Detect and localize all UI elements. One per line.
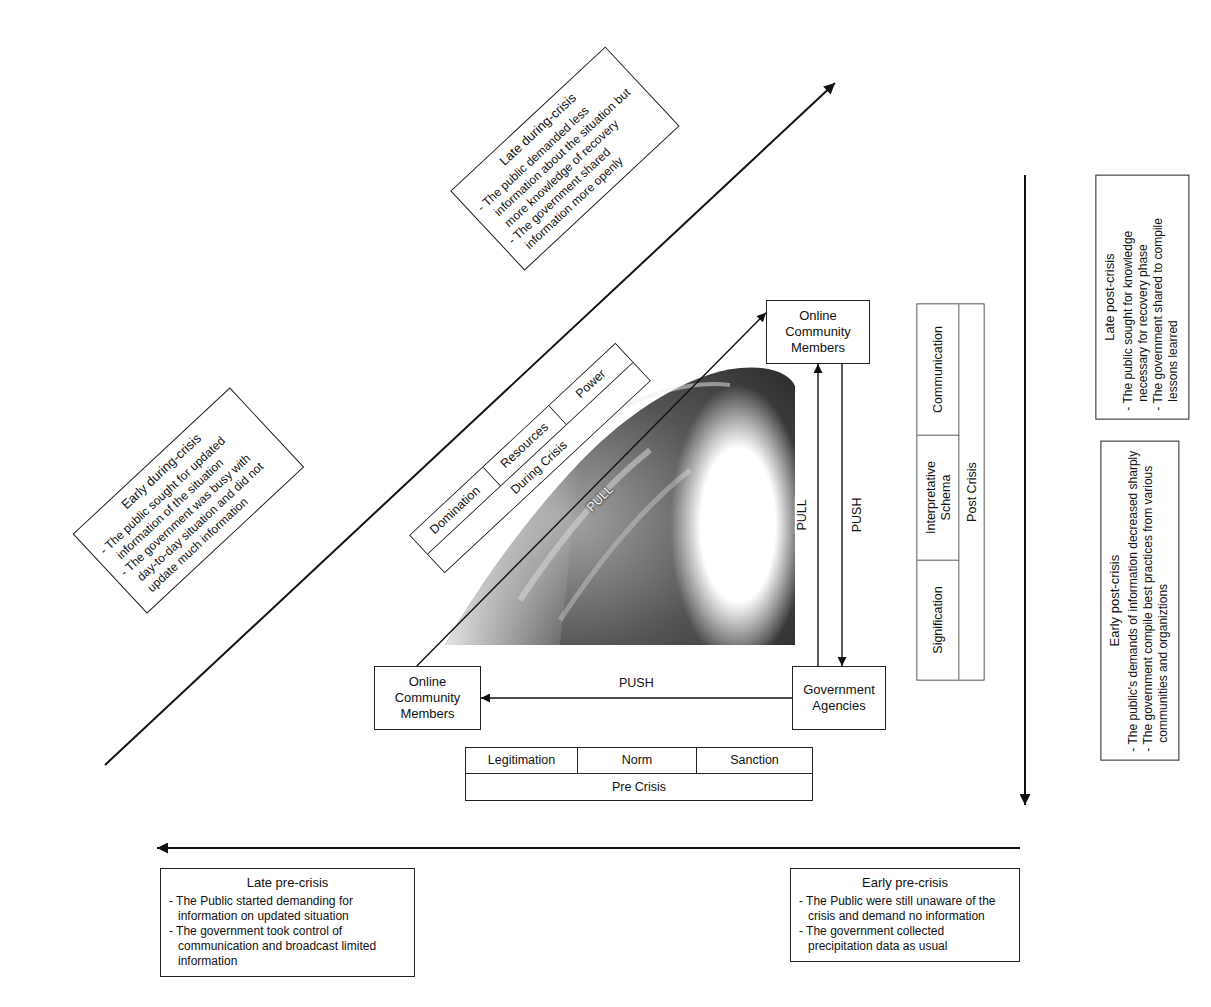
actor-box: Government Agencies <box>792 666 886 730</box>
table-cell: Pre Crisis <box>466 774 812 800</box>
table-row: SignificationInterpretative SchemaCommun… <box>917 305 959 680</box>
table-row: Pre Crisis <box>466 774 812 800</box>
phase-box: Late during-crisis- The public demanded … <box>450 46 680 270</box>
timeline-arrow <box>1024 175 1026 805</box>
table-row: DominationResourcesPower <box>411 344 634 554</box>
table-cell: Interpretative Schema <box>917 435 959 560</box>
flow-label: PULL <box>794 496 810 533</box>
phase-box: Early post-crisis - The public's demands … <box>1100 440 1179 760</box>
phase-bullet: - The government took control of communi… <box>169 924 406 969</box>
wave-foam <box>560 470 690 620</box>
phase-bullet: - The government compile best practices … <box>1142 449 1172 751</box>
flow-arrow <box>817 364 818 666</box>
flow-arrow <box>841 364 842 666</box>
phase-bullet: - The public sought for knowledge necess… <box>1121 184 1151 411</box>
phase-box: Late pre-crisis - The Public started dema… <box>160 868 415 977</box>
phase-bullet: - The Public were still unaware of the c… <box>799 894 1011 924</box>
phase-heading: Early post-crisis <box>1107 449 1123 751</box>
phase-heading: Early pre-crisis <box>799 875 1011 891</box>
flow-arrow <box>481 697 792 698</box>
phase-bullet: - The government collected precipitation… <box>799 924 1011 954</box>
table-cell: Legitimation <box>466 748 578 774</box>
structure-table: DominationResourcesPowerDuring Crisis <box>409 343 651 573</box>
actor-name: Government Agencies <box>798 682 880 715</box>
phase-box: Late post-crisis- The public sought for … <box>1095 175 1189 420</box>
table-row: Post Crisis <box>959 305 983 680</box>
table-cell: Post Crisis <box>959 305 983 680</box>
actor-box: Online Community Members <box>766 300 870 364</box>
structure-table: LegitimationNormSanctionPre Crisis <box>465 747 813 801</box>
phase-box: Early during-crisis- The public sought f… <box>72 387 304 614</box>
table-row: LegitimationNormSanction <box>466 748 812 774</box>
phase-heading: Late pre-crisis <box>169 875 406 891</box>
flow-label: PUSH <box>850 495 866 536</box>
flow-label: PUSH <box>616 676 657 692</box>
phase-bullet: - The public's demands of information de… <box>1127 449 1142 751</box>
table-cell: Communication <box>917 305 959 435</box>
phase-box: Early pre-crisis - The Public were still … <box>790 868 1020 962</box>
phase-bullet: - The government shared to compile lesso… <box>1151 184 1181 411</box>
flow-label: PULL <box>582 480 619 518</box>
timeline-arrow <box>157 847 1020 849</box>
table-cell: Signification <box>917 560 959 680</box>
table-cell: Sanction <box>697 748 812 774</box>
phase-bullet: - The Public started demanding for infor… <box>169 894 406 924</box>
wave-barrel <box>670 385 806 665</box>
table-cell: Norm <box>578 748 697 774</box>
phase-heading: Late post-crisis <box>1102 184 1118 411</box>
table-cell: During Crisis <box>428 363 649 572</box>
actor-name: Online Community Members <box>772 308 864 357</box>
actor-name: Online Community Members <box>380 674 475 723</box>
table-row: During Crisis <box>428 363 649 572</box>
structure-table: SignificationInterpretative SchemaCommun… <box>916 304 984 681</box>
actor-box: Online Community Members <box>374 666 481 730</box>
